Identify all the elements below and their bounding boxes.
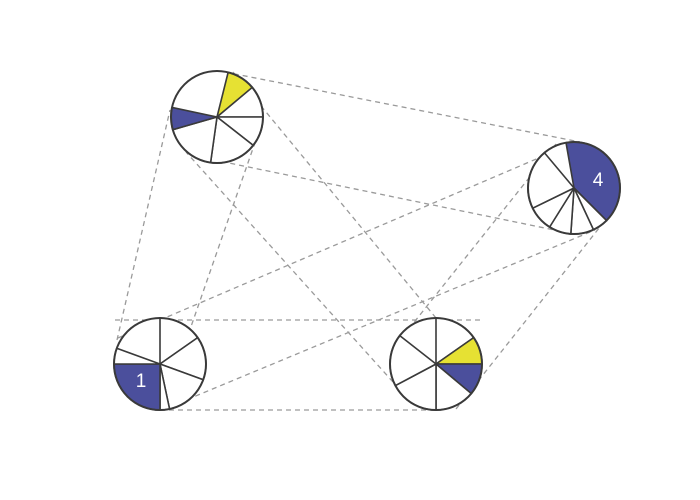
pie-node-2-outline (389, 317, 483, 411)
pie-node-2: 2 (389, 317, 483, 411)
pie-node-4-label: 4 (593, 170, 604, 191)
pie-node-4-outline (527, 141, 621, 235)
pie-node-1-outline (113, 317, 207, 411)
connector-line-2-4-2 (455, 217, 608, 410)
pie-node-3-label: 3 (199, 87, 210, 108)
connector-line-1-4-2 (161, 229, 596, 411)
pie-node-1-label: 1 (136, 371, 147, 392)
connector-line-2-3-2 (185, 151, 394, 383)
pie-node-1: 1 (113, 317, 207, 411)
pie-node-3: 3 (170, 70, 264, 164)
connector-line-1-3-1 (116, 109, 171, 341)
pie-node-4: 4 (527, 141, 621, 235)
nodes-layer: 1 2 3 4 (113, 70, 621, 411)
connector-line-1-4-1 (117, 141, 577, 339)
connector-line-2-3-1 (232, 71, 437, 319)
pie-node-3-outline (170, 70, 264, 164)
pie-node-2-label: 2 (445, 381, 456, 402)
connector-line-3-4-1 (224, 71, 581, 143)
